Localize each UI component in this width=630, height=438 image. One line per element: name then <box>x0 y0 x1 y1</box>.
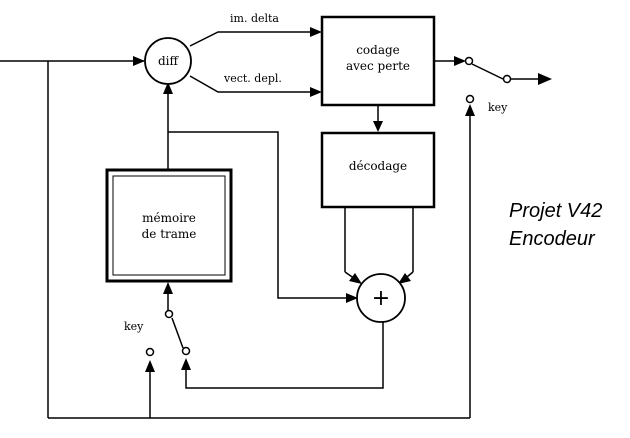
wire-vect-depl <box>189 75 315 93</box>
arrowhead-key-right <box>465 104 475 116</box>
node-diff: diff <box>144 37 192 85</box>
edge-label-im-delta: im. delta <box>230 12 279 25</box>
wire-adder-loop <box>185 322 384 389</box>
switch-arm-bottom <box>171 317 184 349</box>
arrowhead-codage-out <box>454 56 466 66</box>
codage-label-2: avec perte <box>346 59 410 73</box>
arrowhead-loop <box>181 358 191 370</box>
wire-diff-adder <box>168 131 352 299</box>
arrowhead-input <box>133 56 145 66</box>
memoire-label-1: mémoire <box>142 211 196 225</box>
arrowhead-adder-right <box>398 273 411 284</box>
arrowhead-decodage <box>373 121 383 132</box>
arrowhead-im-delta <box>310 27 322 37</box>
switch-contact-right-key <box>465 94 475 104</box>
switch-contact-bottom-top <box>164 309 174 319</box>
arrowhead-output <box>538 73 552 85</box>
arrowhead-key-bottom <box>145 360 155 372</box>
arrowhead-diff-bottom <box>163 82 173 94</box>
arrowhead-adder-left-input <box>346 293 358 303</box>
arrowhead-vect-depl <box>310 87 322 97</box>
arrowhead-adder-left <box>349 273 362 284</box>
switch-contact-bottom-key <box>145 347 155 357</box>
key-label-bottom: key <box>124 320 144 333</box>
node-decodage: décodage <box>320 131 436 209</box>
node-codage: codage avec perte <box>320 15 436 107</box>
wires <box>0 27 552 419</box>
diff-circle <box>144 37 192 85</box>
title-line-1: Projet V42 <box>509 200 602 222</box>
switch-contact-right-out <box>502 74 512 84</box>
switch-contact-right-in <box>464 56 474 66</box>
switch-contact-bottom-loop <box>181 346 191 356</box>
switch-arm-right <box>471 63 504 80</box>
codage-label-1: codage <box>356 43 400 57</box>
key-label-right: key <box>488 101 508 114</box>
codage-box <box>320 15 436 107</box>
decodage-label: décodage <box>349 159 407 173</box>
memoire-label-2: de trame <box>142 227 197 241</box>
edge-label-vect-depl: vect. depl. <box>223 72 282 85</box>
memoire-box-inner <box>112 175 226 276</box>
title-line-2: Encodeur <box>509 228 596 250</box>
adder-label: + <box>372 286 390 311</box>
node-adder: + <box>356 273 406 323</box>
arrowhead-memoire <box>163 282 173 294</box>
decodage-box <box>320 131 436 209</box>
adder-circle <box>356 273 406 323</box>
wire-im-delta <box>189 31 315 47</box>
diff-label: diff <box>158 54 180 68</box>
switch-contacts <box>145 56 512 357</box>
node-memoire: mémoire de trame <box>105 168 233 283</box>
